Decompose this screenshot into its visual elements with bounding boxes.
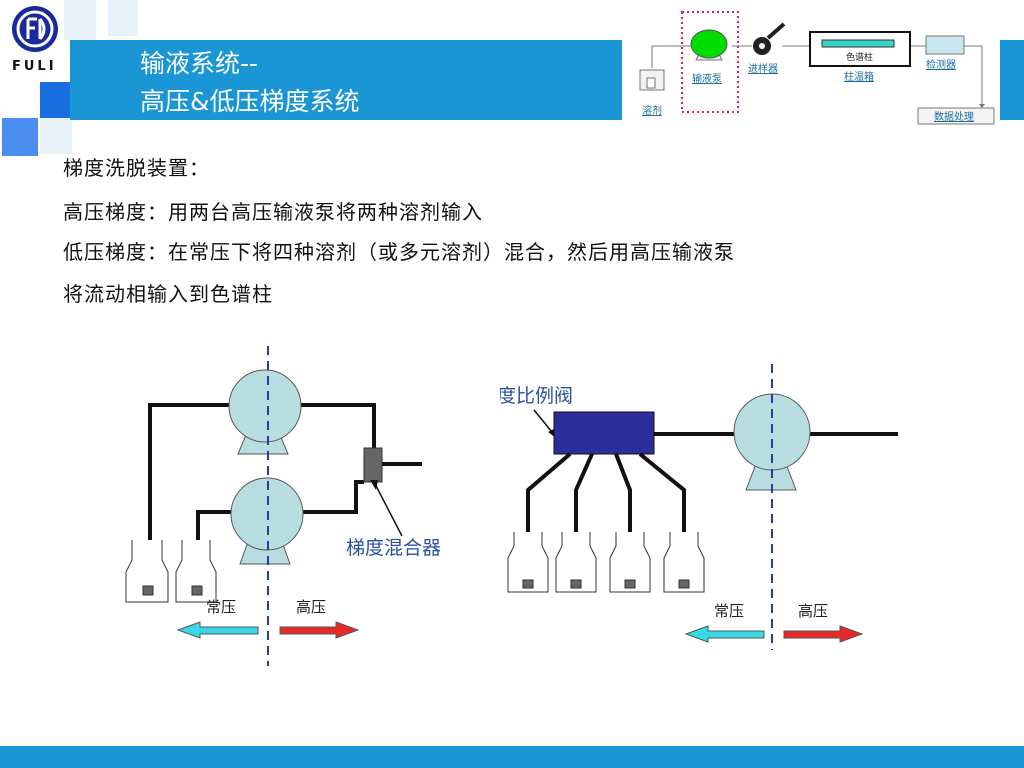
decor-square xyxy=(2,118,38,156)
title-bar xyxy=(70,40,622,120)
flow-pump-label: 输液泵 xyxy=(692,72,722,85)
low-pressure-arrow-icon xyxy=(176,621,259,639)
low-pressure-label: 常压 xyxy=(714,602,744,620)
pump-2-icon xyxy=(230,477,304,565)
pump-icon xyxy=(690,29,728,61)
title-bar-right xyxy=(996,40,1024,120)
column-oven-box xyxy=(809,31,911,67)
decor-square xyxy=(40,118,72,154)
solvent-bottle-icon xyxy=(663,532,705,593)
injector-icon xyxy=(753,22,786,55)
solvent-bottle-icon xyxy=(609,532,651,593)
fuli-logo: FULI xyxy=(12,6,64,76)
column-icon xyxy=(821,39,895,48)
solvent-bottle-icon xyxy=(175,540,217,603)
solvent-bottle-icon xyxy=(555,532,597,593)
logo-brand-text: FULI xyxy=(12,59,57,74)
flow-oven-label: 柱温箱 xyxy=(844,70,874,83)
solvent-bottle-icon xyxy=(639,69,665,91)
solvent-bottle-icon xyxy=(125,540,169,603)
fuli-logo-badge xyxy=(12,6,58,52)
fuli-emblem-icon xyxy=(16,10,54,48)
flow-column-label: 色谱柱 xyxy=(846,51,873,63)
low-pressure-gradient-diagram: 低压梯度比例阀 常压 高压 xyxy=(500,364,898,650)
page-title-line1: 输液系统-- xyxy=(140,49,259,78)
high-pressure-gradient-diagram: 梯度混合器 常压 高压 xyxy=(125,346,441,666)
data-processing-box xyxy=(917,107,995,125)
flow-data-label: 数据处理 xyxy=(934,110,974,123)
decor-square xyxy=(40,82,72,118)
decor-square xyxy=(108,0,138,36)
pump-highlight-frame xyxy=(681,11,739,113)
body-line-4: 将流动相输入到色谱柱 xyxy=(63,282,273,306)
high-pressure-label: 高压 xyxy=(296,598,326,616)
flow-injector-label: 进样器 xyxy=(748,62,778,75)
solvent-bottle-icon xyxy=(507,532,549,593)
detector-icon xyxy=(925,35,965,55)
body-line-3: 低压梯度：在常压下将四种溶剂（或多元溶剂）混合，然后用高压输液泵 xyxy=(63,240,735,264)
high-pressure-label: 高压 xyxy=(798,602,828,620)
low-pressure-label: 常压 xyxy=(206,598,236,616)
flow-solvent-label: 溶剂 xyxy=(642,104,662,117)
high-pressure-arrow-icon xyxy=(279,621,360,639)
mixer-label: 梯度混合器 xyxy=(346,537,441,559)
footer-bar xyxy=(0,746,1024,768)
body-line-2: 高压梯度：用两台高压输液泵将两种溶剂输入 xyxy=(63,200,483,224)
valve-label: 低压梯度比例阀 xyxy=(500,385,573,407)
page-title-line2: 高压&低压梯度系统 xyxy=(140,87,360,116)
flow-detector-label: 检测器 xyxy=(926,58,956,71)
high-pressure-arrow-icon xyxy=(783,625,864,643)
body-line-1: 梯度洗脱装置： xyxy=(63,156,210,180)
proportioning-valve-icon xyxy=(553,411,655,455)
decor-square xyxy=(64,0,96,40)
gradient-mixer-icon xyxy=(363,447,383,483)
low-pressure-arrow-icon xyxy=(684,625,765,643)
pump-1-icon xyxy=(228,369,302,455)
hplc-flow-diagram: 溶剂 输液泵 进样器 色谱柱 柱温箱 检测器 数据处理 xyxy=(630,8,1000,126)
